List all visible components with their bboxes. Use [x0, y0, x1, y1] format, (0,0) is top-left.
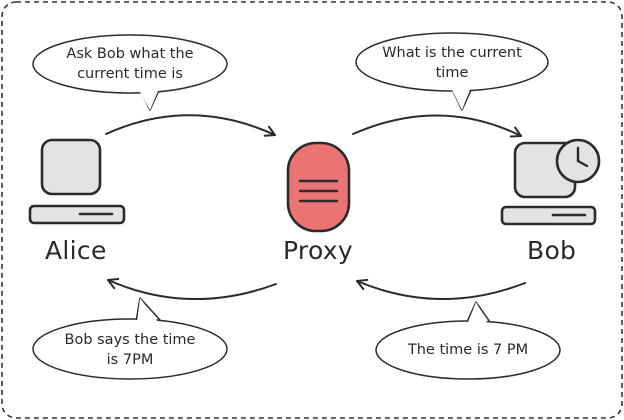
computer-icon: [28, 138, 126, 225]
bubble-proxy-to-bob: [355, 32, 549, 111]
message-bob-to-proxy: The time is 7 PM: [407, 342, 529, 358]
server-icon: [286, 141, 351, 233]
arrow-bob-to-proxy: [356, 278, 526, 300]
bubble-proxy-to-alice: [32, 297, 228, 380]
arrow-alice-to-proxy: [105, 114, 276, 137]
arrow-proxy-to-alice: [107, 278, 277, 300]
node-label-alice: Alice: [45, 236, 107, 265]
message-alice-to-proxy: Ask Bob what the current time is: [66, 46, 194, 82]
computer-with-clock-icon: [500, 138, 601, 226]
node-label-bob: Bob: [527, 236, 577, 265]
bubble-alice-to-proxy: [32, 34, 228, 111]
message-proxy-to-alice: Bob says the time is 7PM: [64, 332, 196, 368]
bubble-bob-to-proxy: [375, 301, 561, 380]
node-label-proxy: Proxy: [283, 236, 353, 265]
message-proxy-to-bob: What is the current time: [382, 45, 522, 81]
arrow-proxy-to-bob: [352, 114, 522, 138]
